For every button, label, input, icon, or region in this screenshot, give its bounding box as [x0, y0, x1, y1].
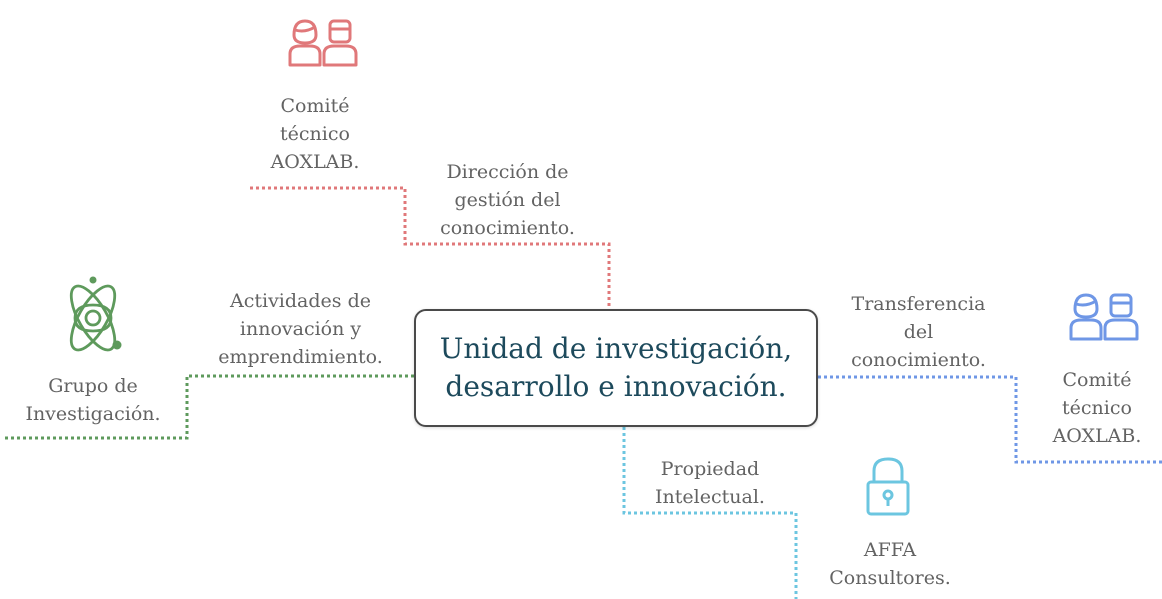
center-node-label: Unidad de investigación, desarrollo e in… [439, 332, 793, 403]
bottom-connector-label: Propiedad Intelectual. [655, 458, 765, 508]
right-node-label: Comité técnico AOXLAB. [1052, 369, 1142, 447]
connector-bottom [622, 427, 798, 599]
bottom-node-label: AFFA Consultores. [829, 539, 951, 589]
connector-left [5, 374, 414, 440]
connector-right [818, 375, 1162, 464]
center-node: Unidad de investigación, desarrollo e in… [414, 309, 818, 427]
people-icon [1069, 293, 1139, 341]
top-connector-label: Dirección de gestión del conocimiento. [440, 161, 575, 239]
top-node-label: Comité técnico AOXLAB. [270, 95, 360, 173]
connector-top [250, 186, 611, 309]
right-connector-label: Transferencia del conocimiento. [851, 293, 986, 371]
left-node-label: Grupo de Investigación. [25, 375, 161, 425]
people-icon [288, 19, 358, 67]
lock-icon [866, 457, 910, 516]
atom-icon [69, 276, 122, 352]
left-connector-label: Actividades de innovación y emprendimien… [218, 290, 383, 368]
